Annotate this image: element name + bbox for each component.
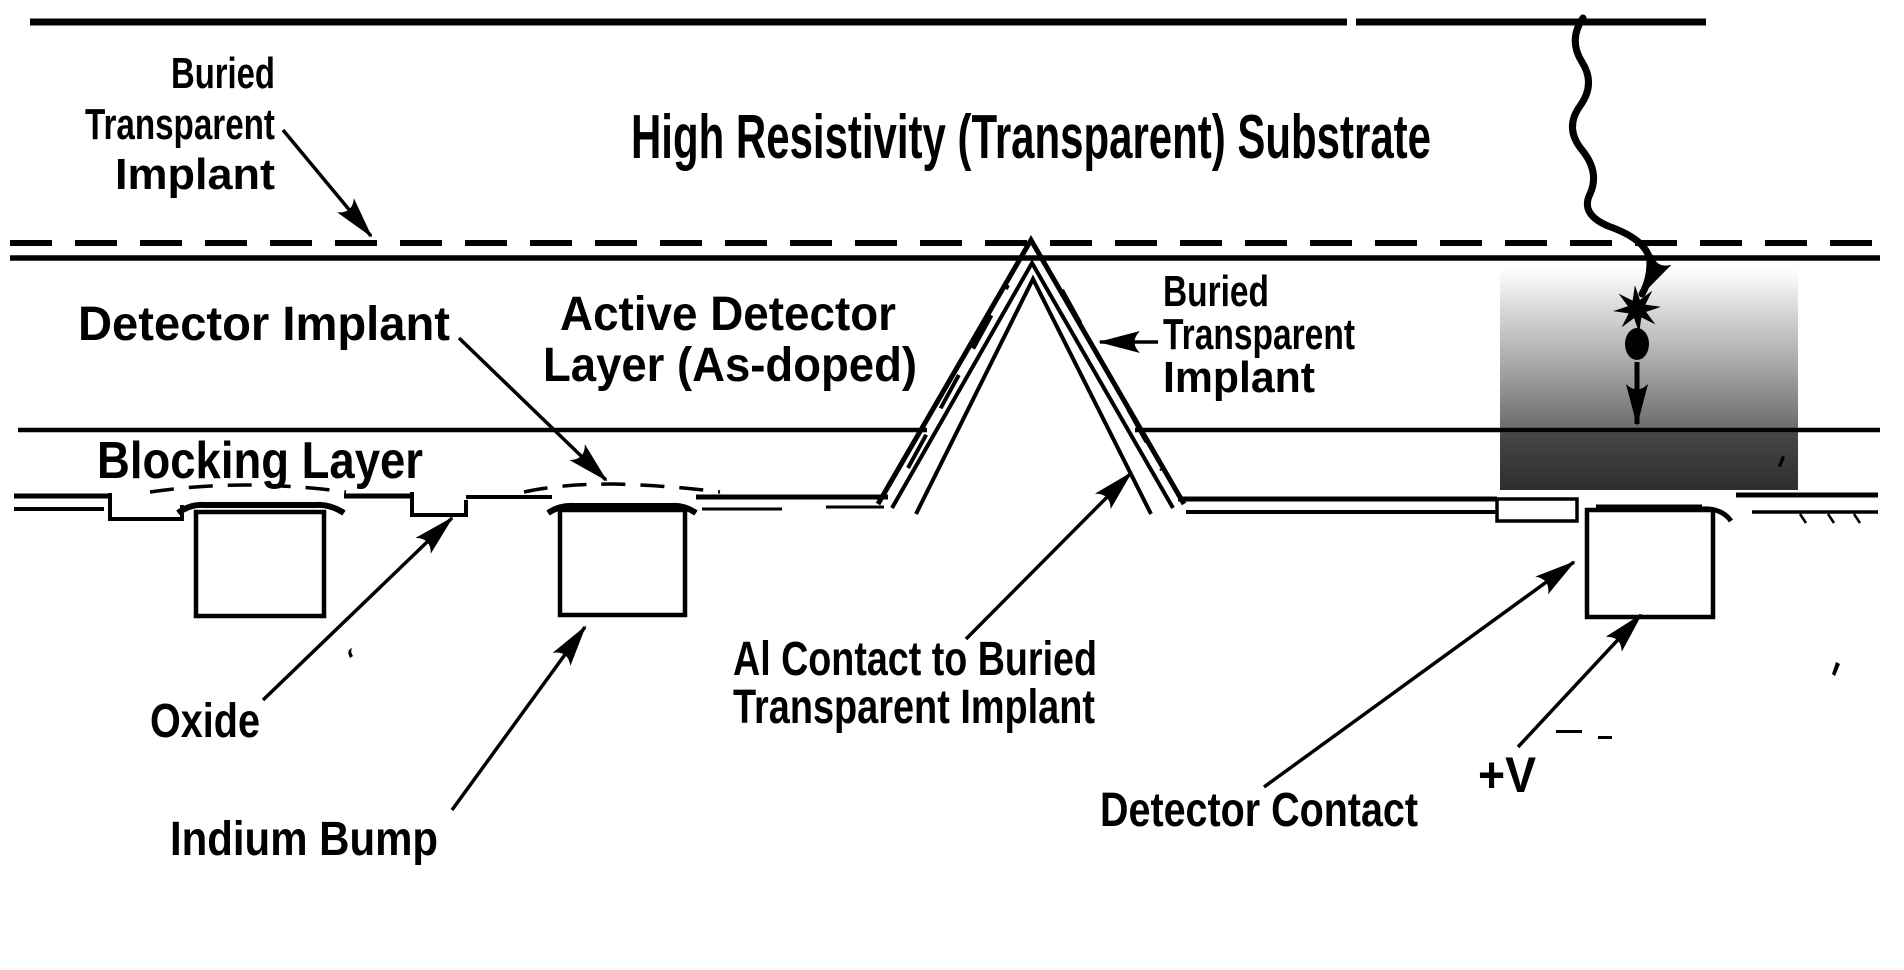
absorption-region-gradient — [1500, 262, 1798, 490]
detector-contact-label: Detector Contact — [1100, 784, 1418, 837]
oxide-label: Oxide — [150, 695, 260, 748]
detector-implant-label: Detector Implant — [78, 298, 450, 351]
al-contact-label: Al Contact to Buried Transparent Implant — [733, 633, 1097, 734]
indium-bump-1 — [193, 509, 327, 619]
buried-transparent-implant-label-right: Buried Transparent Implant — [1163, 267, 1355, 402]
bias-voltage-label: +V — [1478, 747, 1537, 803]
scan-specks — [348, 456, 1840, 739]
buried-right-line3: Implant — [1163, 353, 1315, 402]
indium-bump-3 — [1584, 507, 1716, 620]
groove-implant-dashed-left — [906, 284, 1010, 469]
buried-left-line1: Buried — [171, 49, 275, 98]
oxide-step-left — [108, 493, 184, 521]
blocking-layer-label: Blocking Layer — [97, 432, 423, 490]
detector-implant-arrow — [457, 336, 608, 482]
photon-wavy-arrow-icon — [1569, 14, 1672, 298]
substrate-title: High Resistivity (Transparent) Substrate — [631, 103, 1431, 172]
indium-bump-label: Indium Bump — [170, 813, 438, 866]
al-contact-line1: Al Contact to Buried — [733, 633, 1097, 686]
absorption-star-icon — [1613, 285, 1661, 333]
detector-implant-dashed-2 — [523, 482, 721, 494]
active-layer-line2: Layer (As-doped) — [543, 339, 917, 392]
charge-carrier-icon — [1625, 328, 1649, 360]
buried-right-line1: Buried — [1163, 267, 1269, 316]
v-groove-al-contact — [875, 235, 1187, 515]
leader-arrows — [261, 128, 1643, 812]
buried-left-line3: Implant — [115, 150, 275, 199]
oxide-step-mid — [410, 492, 468, 517]
active-detector-layer-label: Active Detector Layer (As-doped) — [543, 288, 917, 392]
al-contact-line2: Transparent Implant — [733, 681, 1095, 734]
oxide-arrow — [261, 516, 454, 702]
active-layer-line1: Active Detector — [560, 288, 896, 341]
buried-left-line2: Transparent — [85, 100, 275, 149]
buried-transparent-implant-label-left: Buried Transparent Implant — [85, 49, 275, 199]
detector-contact-arrow — [1262, 560, 1576, 789]
indium-bump-arrow — [450, 625, 587, 812]
contact-pad-2 — [546, 502, 698, 516]
groove-implant-dashed-right — [1060, 289, 1164, 471]
al-contact-arrow — [964, 471, 1133, 641]
detector-implant-dashed-1 — [149, 483, 347, 494]
contact-pad-1 — [176, 501, 346, 516]
indium-bump-2 — [557, 507, 688, 618]
contact-pad-3-via — [1495, 497, 1579, 523]
buried-right-line2: Transparent — [1163, 310, 1355, 359]
buried-left-arrow — [281, 128, 373, 238]
bias-voltage-arrow — [1516, 613, 1643, 749]
